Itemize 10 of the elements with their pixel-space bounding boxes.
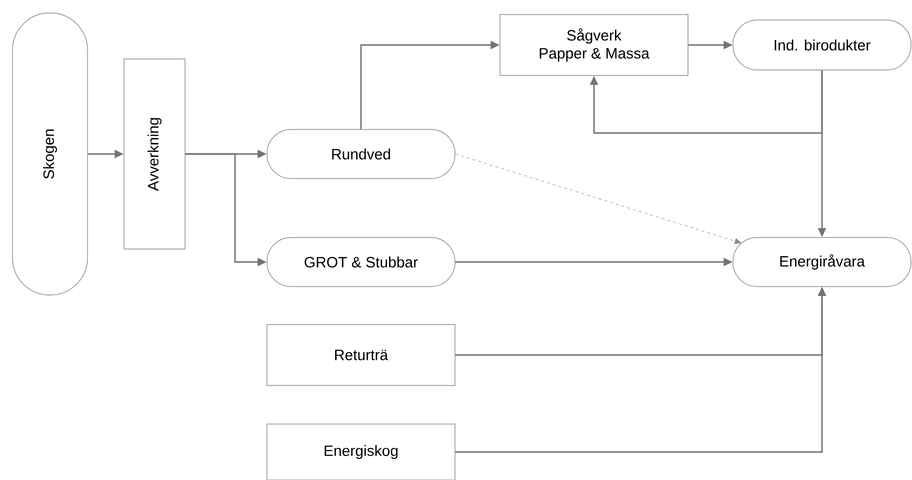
rounded-box: Rundved [266, 129, 456, 179]
rounded-box: GROT & Stubbar [266, 237, 456, 287]
process-box: Sågverk Papper & Massa [500, 14, 688, 76]
process-box: Avverkning [124, 58, 186, 250]
rounded-box: Skogen [12, 12, 88, 296]
process-box: Energiskog [266, 424, 456, 480]
rounded-box: Ind. birodukter [732, 20, 912, 70]
arrow [455, 154, 742, 244]
rounded-box: Energiråvara [732, 237, 912, 287]
process-box: Returträ [266, 324, 456, 386]
